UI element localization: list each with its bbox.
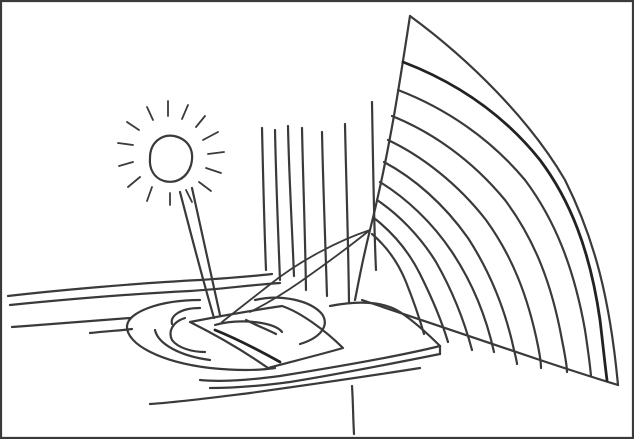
platform — [148, 301, 442, 406]
stand-leg — [350, 384, 356, 436]
floor-mat — [188, 304, 345, 370]
floor-disc — [125, 296, 326, 371]
reflection-lines — [221, 229, 371, 323]
light-beam — [178, 186, 222, 320]
left-floor-lines — [6, 272, 282, 335]
sun-icon — [117, 100, 225, 206]
wall-waves — [353, 14, 620, 387]
room-corner — [260, 100, 378, 304]
